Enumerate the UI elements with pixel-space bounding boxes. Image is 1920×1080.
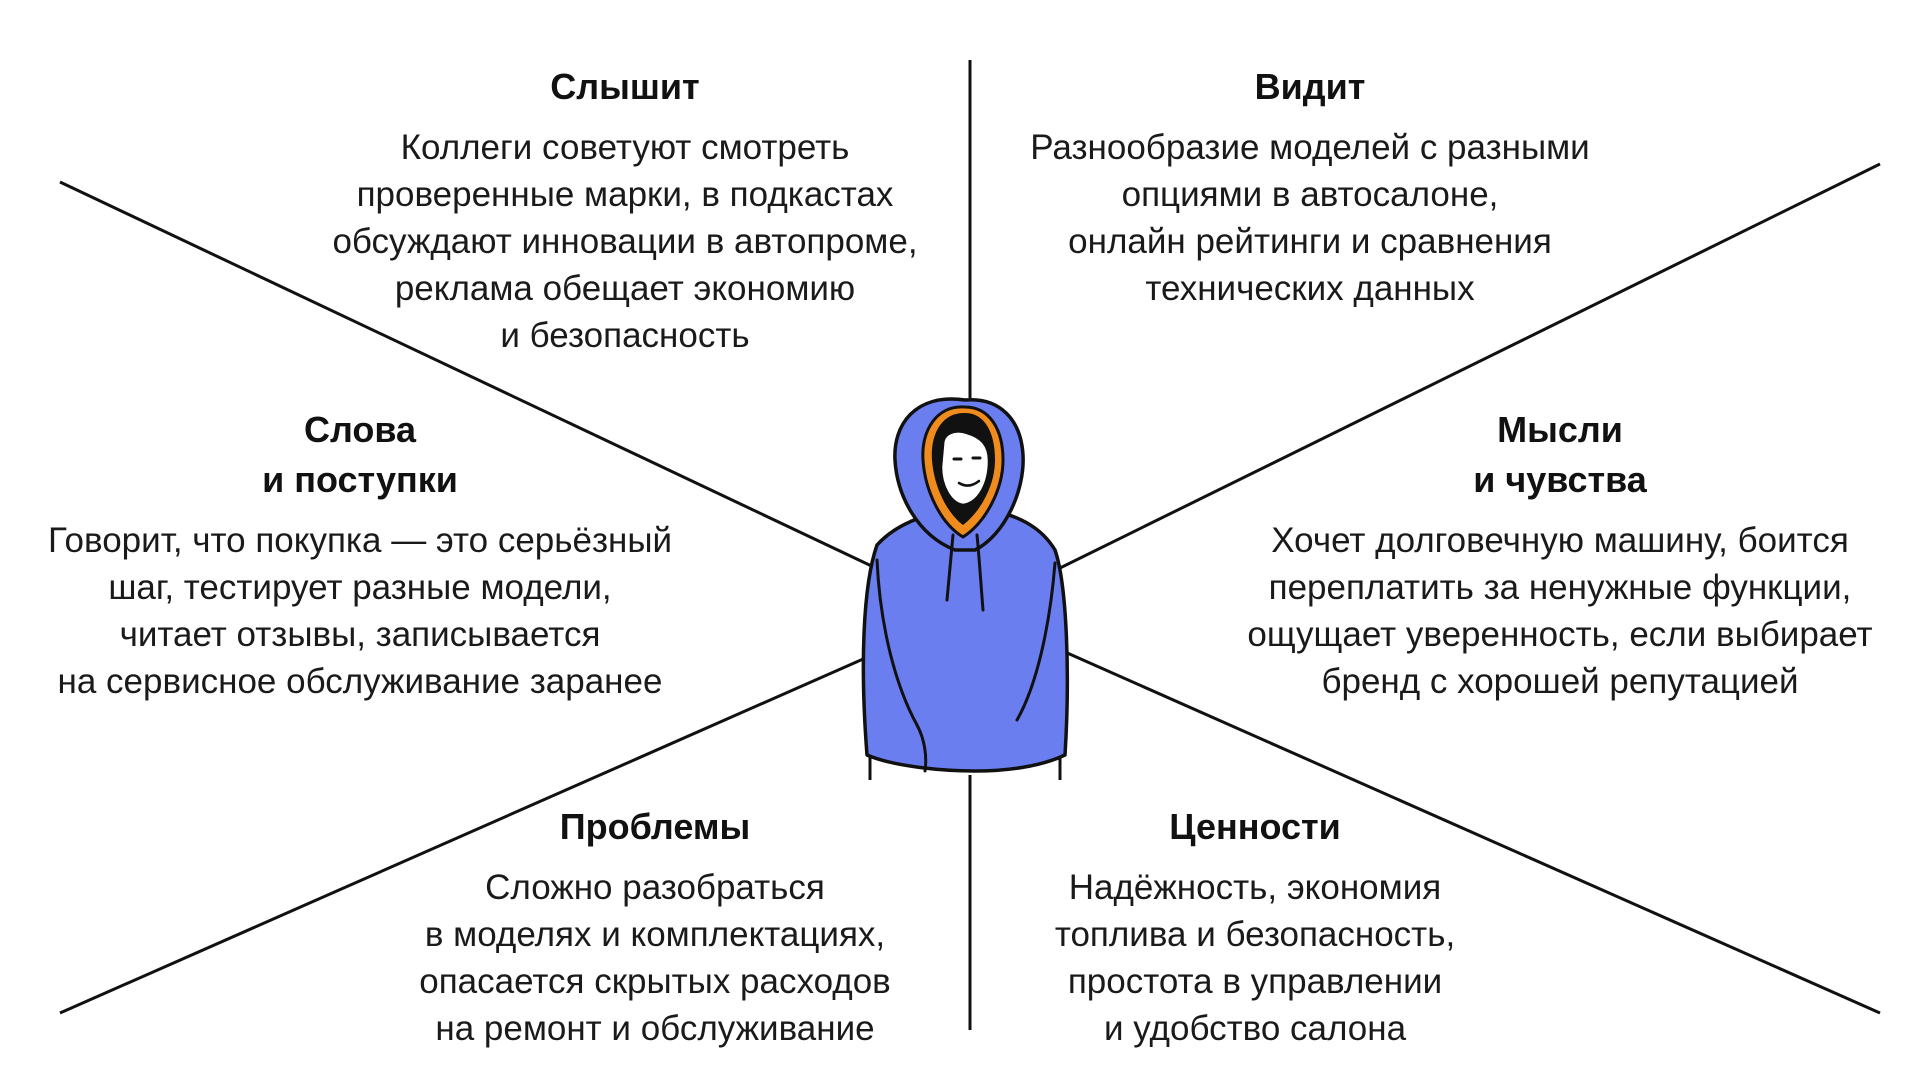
person-hoodie-icon: [861, 397, 1070, 780]
section-hears-text: Коллеги советуют смотреть проверенные ма…: [332, 128, 918, 355]
divider-upper-left: [59, 180, 881, 572]
section-sees-text: Разнообразие моделей с разными опциями в…: [1030, 128, 1590, 308]
section-thinks-feels-title: Мысли и чувства: [1473, 409, 1647, 500]
section-values-title: Ценности: [1169, 806, 1341, 847]
section-pains-title: Проблемы: [559, 806, 751, 847]
divider-upper-right: [1059, 162, 1881, 570]
section-says-does: Слова и поступки Говорит, что покупка — …: [20, 405, 700, 705]
divider-lower-left: [59, 654, 871, 1015]
section-says-does-title: Слова и поступки: [262, 409, 458, 500]
section-hears: Слышит Коллеги советуют смотреть провере…: [310, 62, 940, 359]
section-pains: Проблемы Сложно разобраться в моделях и …: [370, 802, 940, 1052]
divider-lower-right: [1064, 650, 1881, 1015]
section-sees-title: Видит: [1254, 66, 1366, 107]
section-thinks-feels-text: Хочет долговечную машину, боится перепла…: [1247, 521, 1873, 701]
section-pains-text: Сложно разобраться в моделях и комплекта…: [419, 868, 891, 1048]
section-says-does-text: Говорит, что покупка — это серьёзный шаг…: [47, 521, 673, 701]
section-hears-title: Слышит: [550, 66, 700, 107]
section-sees: Видит Разнообразие моделей с разными опц…: [1000, 62, 1620, 312]
section-thinks-feels: Мысли и чувства Хочет долговечную машину…: [1220, 405, 1900, 705]
section-values-text: Надёжность, экономия топлива и безопасно…: [1054, 868, 1456, 1048]
section-values: Ценности Надёжность, экономия топлива и …: [1000, 802, 1510, 1052]
